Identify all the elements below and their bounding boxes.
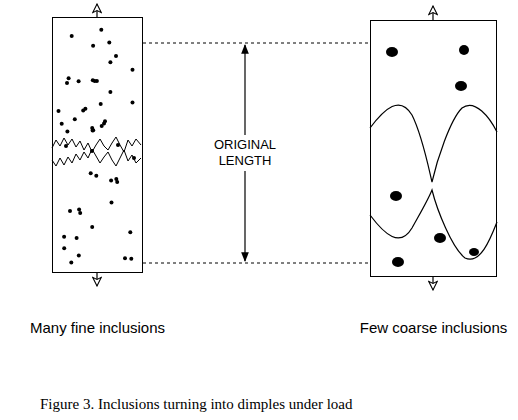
necking-outline [370,190,497,259]
specimen-fine: Many fine inclusions [52,17,143,273]
load-arrow [96,4,97,17]
load-arrow [96,272,97,286]
crack-line [52,149,141,166]
load-arrow [432,276,433,290]
specimen-label: Few coarse inclusions [359,318,509,338]
specimen-label: Many fine inclusions [23,318,173,338]
specimen-coarse: Few coarse inclusions [370,20,497,277]
fine-inclusions [57,28,137,265]
reference-line [143,43,370,44]
coarse-inclusions [386,45,479,267]
reference-line [143,263,370,264]
dimension-label: ORIGINAL LENGTH [202,135,288,171]
load-arrow [432,6,433,20]
crack-line [52,137,141,152]
figure-caption: Figure 3. Inclusions turning into dimple… [40,396,352,413]
necking-outline [370,105,497,182]
